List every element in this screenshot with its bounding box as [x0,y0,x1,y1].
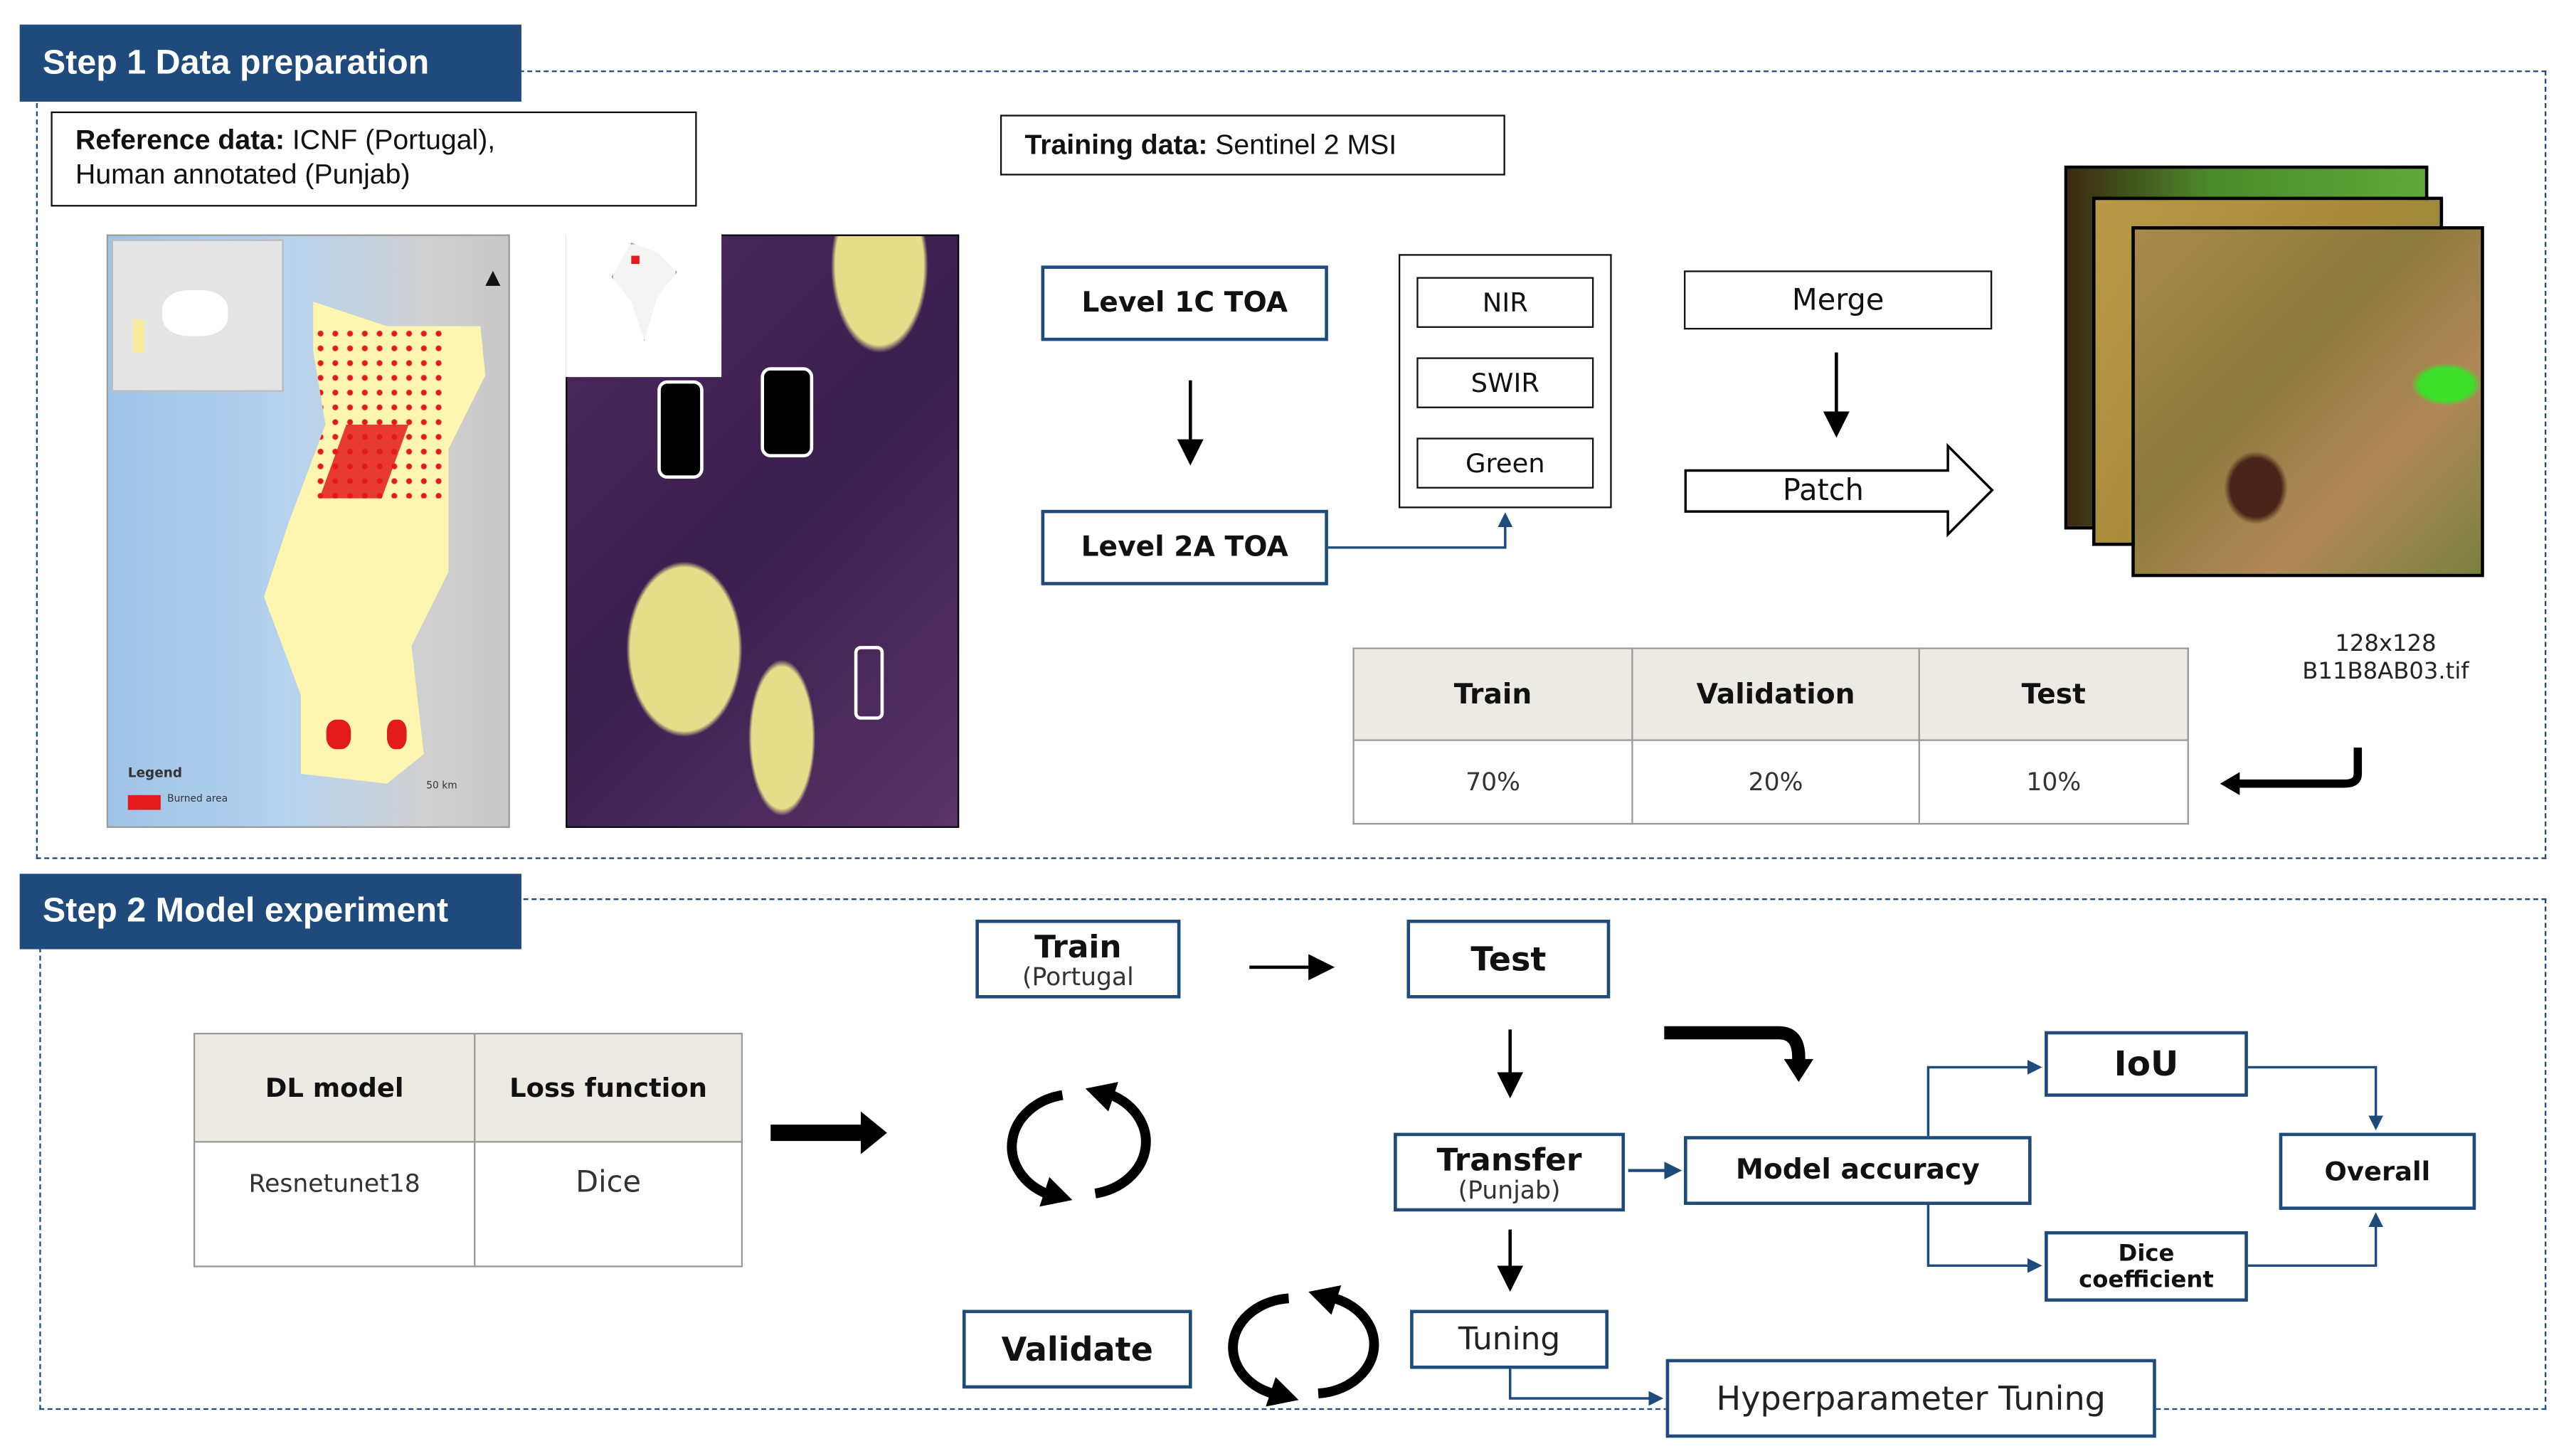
split-value-validation: 20% [1631,739,1920,825]
band-swir: SWIR [1416,357,1594,408]
model-header-dl: DL model [193,1033,476,1143]
curved-arrow-to-accuracy [1664,1026,1806,1063]
model-value-dl: Resnetunet18 [193,1141,476,1268]
step1-frame [36,70,2547,859]
india-inset-map [566,213,722,378]
model-header-loss: Loss function [474,1033,743,1143]
transfer-label: Transfer [1436,1142,1582,1178]
hyperparameter-tuning-box: Hyperparameter Tuning [1665,1359,2156,1438]
transfer-sub: (Punjab) [1458,1174,1561,1204]
arrow-table-to-cycle [770,1111,887,1154]
step1-header: Step 1 Data preparation [19,24,521,102]
training-data-box: Training data: Sentinel 2 MSI [1000,115,1505,176]
map-scale-bar: 50 km [426,780,457,792]
split-header-train: Train [1352,647,1633,741]
test-box: Test [1406,919,1611,999]
return-arrow-to-table [2238,747,2363,788]
model-value-loss: Dice [474,1141,743,1268]
patch-arrow-shape [1684,442,1994,538]
reference-label: Reference data: [75,124,285,156]
north-arrow-icon: ▲ [485,265,501,289]
connector-accuracy-to-dice [1926,1205,2042,1273]
step2-frame [39,898,2547,1410]
patch-image-layer-1 [2131,226,2484,578]
patch-filename: B11B8AB03.tif [2302,659,2469,686]
training-label: Training data: [1024,128,1208,160]
map-legend-item: Burned area [167,793,228,805]
europe-inset-map [111,239,284,392]
connector-tuning-to-hyperparameter [1508,1369,1664,1406]
cycle-icon-validate [1228,1285,1379,1407]
patch-label: Patch [1782,474,1864,509]
transfer-box: Transfer (Punjab) [1394,1132,1626,1212]
connector-2a-to-bands [1327,512,1513,549]
merge-box: Merge [1684,270,1993,330]
patch-size: 128x128 [2335,631,2437,658]
connector-dice-to-overall [2247,1212,2384,1268]
band-nir: NIR [1416,277,1594,328]
iou-box: IoU [2045,1031,2248,1097]
validate-box: Validate [962,1309,1192,1389]
portugal-map-image: ▲ Legend Burned area 50 km [106,234,510,828]
reference-text2: Human annotated (Punjab) [75,159,410,191]
train-sub: (Portugal [1022,961,1134,992]
split-value-train: 70% [1352,739,1633,825]
map-legend-title: Legend [127,765,183,781]
train-label: Train [1034,928,1122,965]
band-green: Green [1416,437,1594,489]
connector-iou-to-overall [2247,1066,2384,1131]
training-text: Sentinel 2 MSI [1207,128,1397,160]
split-header-test: Test [1918,647,2189,741]
step2-header: Step 2 Model experiment [19,873,521,950]
cycle-icon-train [1007,1082,1151,1207]
connector-accuracy-to-iou [1926,1060,2042,1137]
level-2a-toa-box: Level 2A TOA [1041,509,1328,585]
train-box: Train (Portugal [975,919,1181,999]
burned-area-swatch [127,795,161,810]
model-accuracy-box: Model accuracy [1684,1136,2032,1206]
split-value-test: 10% [1918,739,2189,825]
reference-text1: ICNF (Portugal), [285,124,496,156]
split-header-validation: Validation [1631,647,1920,741]
split-table: Train Validation Test 70% 20% 10% [1352,647,2189,825]
reference-data-box: Reference data: ICNF (Portugal), Human a… [51,111,697,207]
level-1c-toa-box: Level 1C TOA [1041,265,1328,341]
tuning-box: Tuning [1410,1309,1609,1369]
overall-box: Overall [2279,1132,2476,1210]
dice-coefficient-box: Dice coefficient [2045,1231,2248,1302]
patch-caption: 128x128 B11B8AB03.tif [2271,631,2501,686]
model-table: DL model Loss function Resnetunet18 Dice [193,1033,743,1268]
